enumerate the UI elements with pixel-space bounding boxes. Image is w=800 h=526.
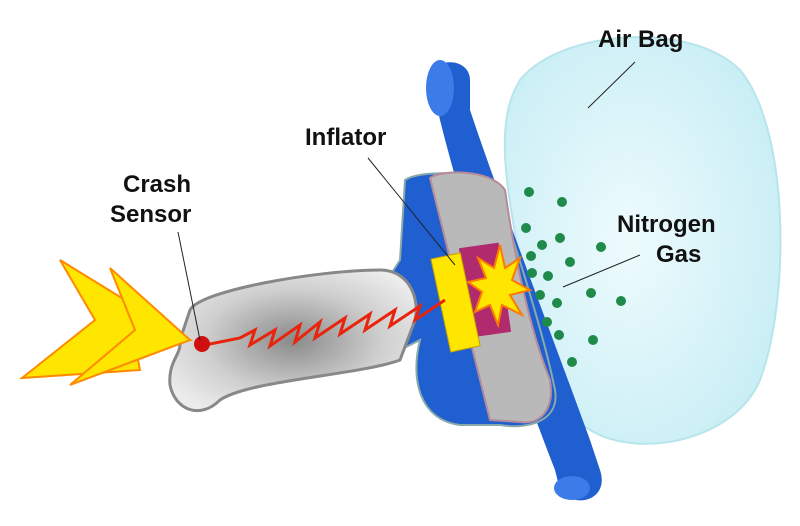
- label-nitrogen: Nitrogen: [617, 211, 716, 238]
- explosion-spark: [465, 244, 533, 329]
- igniter-plate: [430, 252, 481, 353]
- sensor-wire: [204, 298, 446, 350]
- label-inflator: Inflator: [305, 124, 386, 151]
- label-gas: Gas: [656, 241, 701, 268]
- steering-column: [168, 268, 418, 413]
- label-sensor: Sensor: [110, 201, 191, 228]
- wheel-rim-top: [426, 60, 454, 116]
- label-crash: Crash: [123, 171, 191, 198]
- wheel-rim-bottom: [554, 476, 590, 500]
- label-air-bag: Air Bag: [598, 26, 683, 53]
- nitrogen-gas-dots: [521, 187, 626, 367]
- leader-lines: [177, 61, 641, 341]
- crash-sensor-dot: [194, 336, 210, 352]
- impact-arrow-icon-2: [69, 267, 192, 386]
